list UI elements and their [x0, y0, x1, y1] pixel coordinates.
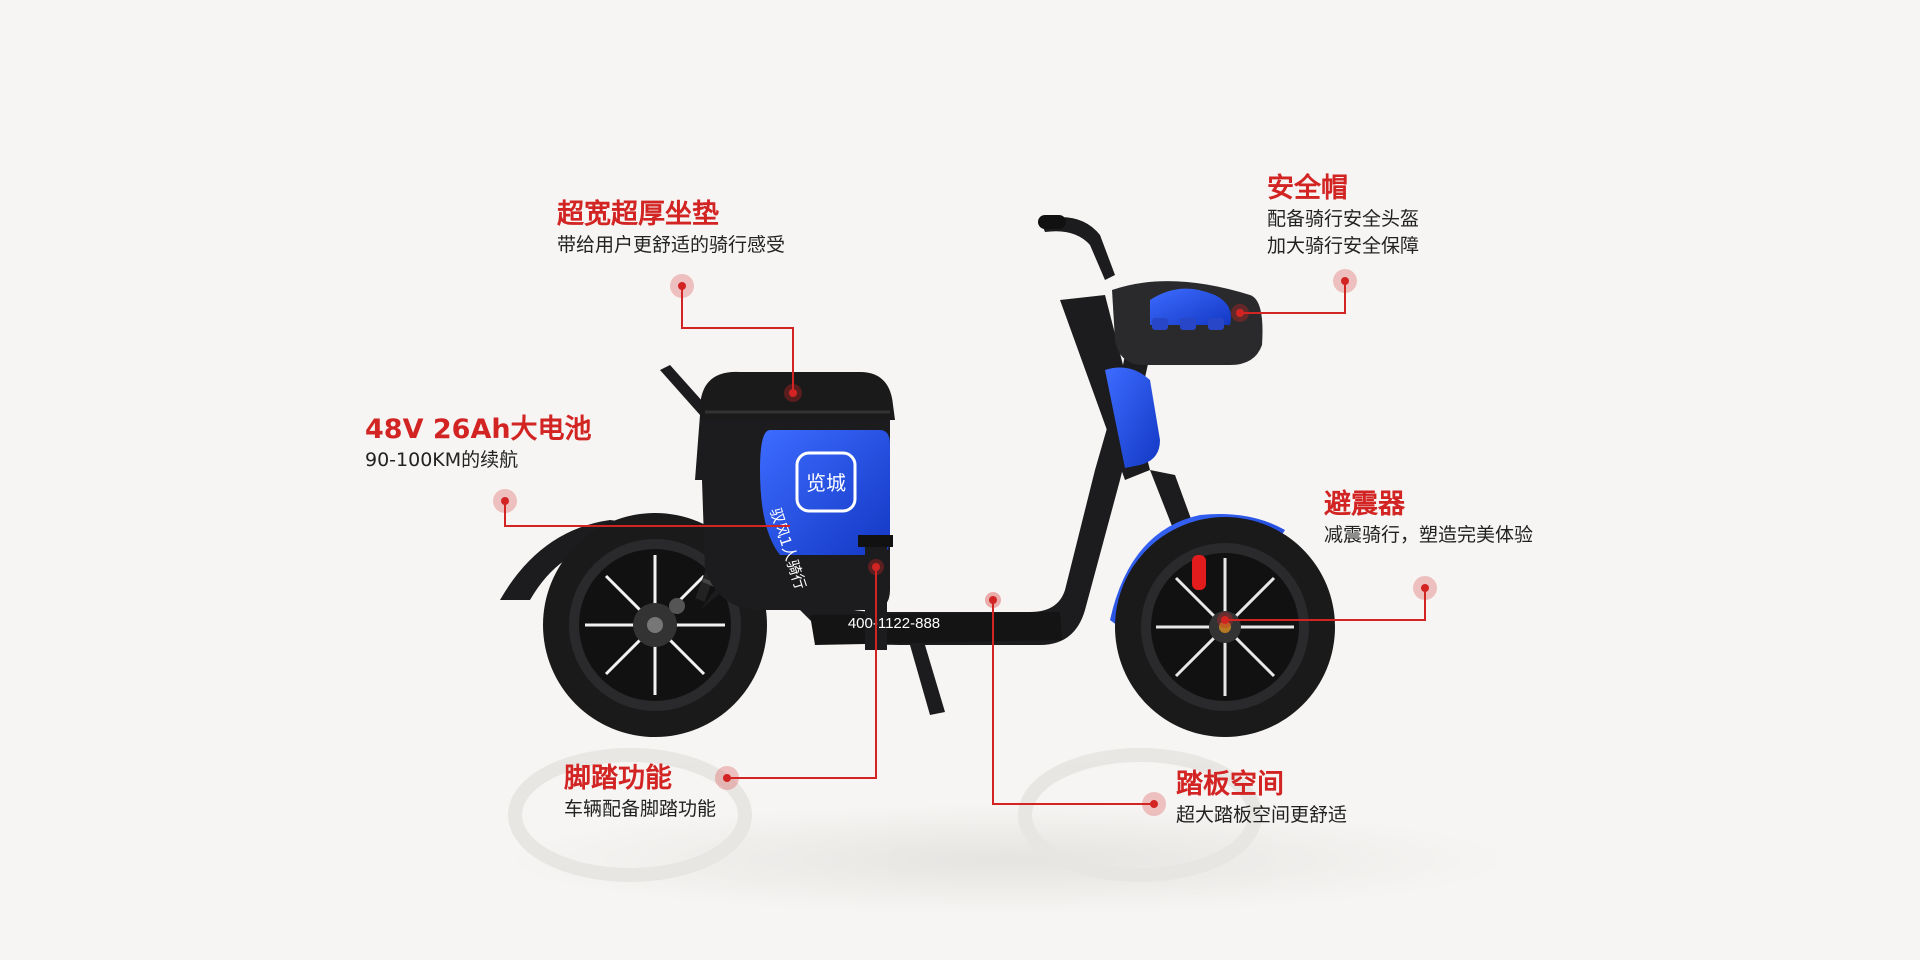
feature-pedal-desc: 车辆配备脚踏功能 — [564, 798, 717, 820]
front-blue-cover — [1105, 367, 1160, 468]
brand-logo-text: 览城 — [806, 471, 846, 495]
footboard-leader-line — [992, 600, 1154, 805]
pedal-marker — [715, 766, 739, 790]
feature-helmet: 安全帽 配备骑行安全头盔 加大骑行安全保障 — [1267, 172, 1419, 260]
feature-battery-title: 48V 26Ah大电池 — [365, 414, 592, 445]
feature-footboard: 踏板空间 超大踏板空间更舒适 — [1176, 768, 1347, 829]
bike-phone-number: 400-1122-888 — [848, 615, 940, 632]
brand-logo-box — [795, 451, 857, 513]
feature-seat-title: 超宽超厚坐垫 — [557, 199, 719, 230]
seat-leader-line — [681, 286, 794, 393]
shock-marker — [1413, 576, 1437, 600]
feature-pedal-title: 脚踏功能 — [564, 763, 672, 794]
helmet — [1150, 288, 1231, 325]
helmet-marker — [1333, 269, 1357, 293]
bike-reflection — [508, 748, 1510, 915]
callout-lines — [504, 281, 1426, 805]
kickstand — [910, 645, 945, 715]
footboard-marker — [1142, 792, 1166, 816]
feature-battery-desc: 90-100KM的续航 — [365, 449, 519, 471]
handlebar — [1040, 217, 1115, 280]
battery-marker — [493, 489, 517, 513]
seat — [700, 371, 895, 420]
feature-seat-desc: 带给用户更舒适的骑行感受 — [557, 234, 786, 256]
feature-footboard-title: 踏板空间 — [1176, 769, 1284, 800]
feature-helmet-title: 安全帽 — [1267, 173, 1348, 204]
seat-target — [784, 384, 802, 402]
helmet-leader-line — [1240, 281, 1346, 314]
feature-seat: 超宽超厚坐垫 带给用户更舒适的骑行感受 — [557, 198, 785, 259]
shock-target — [1217, 612, 1233, 628]
front-basket — [1112, 281, 1263, 365]
feature-pedal: 脚踏功能 车辆配备脚踏功能 — [564, 762, 716, 823]
feature-shock: 避震器 减震骑行，塑造完美体验 — [1324, 488, 1533, 549]
feature-battery: 48V 26Ah大电池 90-100KM的续航 — [365, 413, 592, 474]
blue-side-panel — [760, 430, 890, 555]
seat-marker — [670, 274, 694, 298]
helmet-target — [1231, 304, 1249, 322]
battery-leader-line — [504, 501, 790, 527]
feature-shock-title: 避震器 — [1324, 489, 1405, 520]
pedal-leader-line — [727, 567, 877, 779]
callout-markers — [493, 269, 1437, 816]
front-wheel — [1115, 517, 1335, 737]
footboard-target — [985, 592, 1001, 608]
pedal-target — [868, 559, 884, 575]
rear-grab-handle — [660, 365, 712, 480]
shock-leader-line — [1225, 588, 1426, 621]
feature-helmet-desc-2: 加大骑行安全保障 — [1267, 235, 1420, 257]
rear-hub — [669, 598, 685, 614]
feature-footboard-desc: 超大踏板空间更舒适 — [1176, 804, 1348, 826]
feature-shock-desc: 减震骑行，塑造完美体验 — [1324, 524, 1534, 546]
feature-helmet-desc-1: 配备骑行安全头盔 — [1267, 208, 1420, 230]
